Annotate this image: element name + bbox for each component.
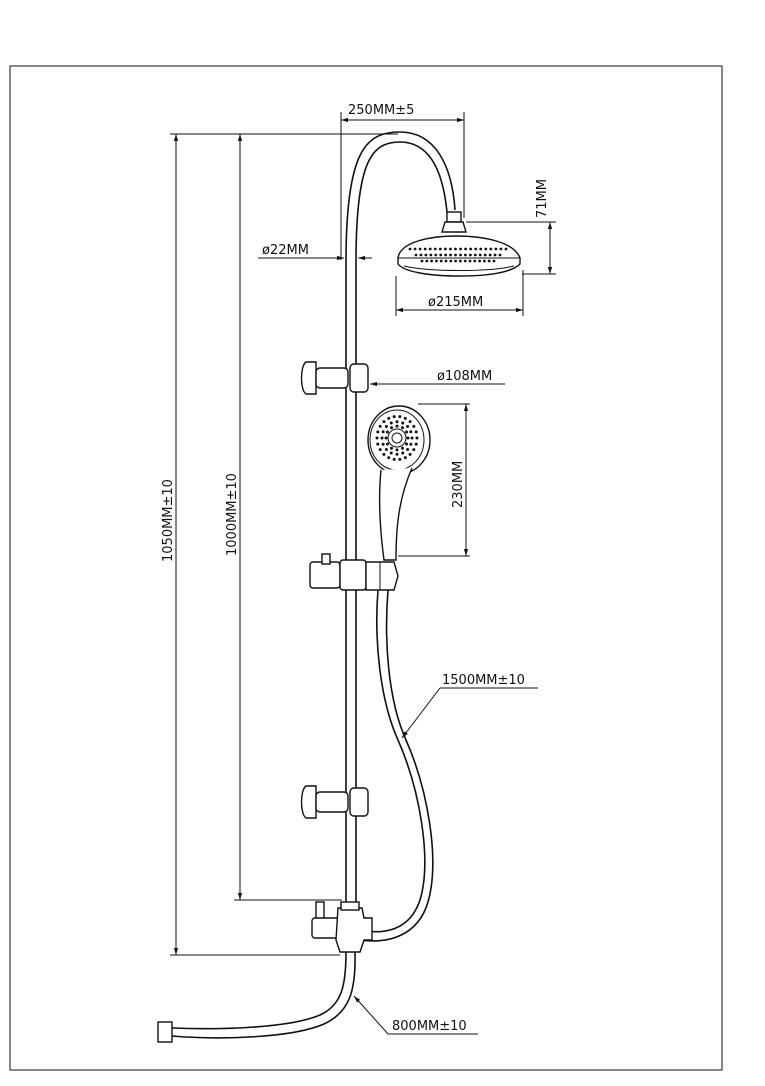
drawing-border (9, 65, 723, 1071)
diverter-valve (311, 901, 373, 953)
upper-wall-bracket (300, 361, 369, 395)
hand-shower (367, 405, 431, 561)
leader-hose-length (401, 687, 538, 739)
dimension-arm-length (340, 112, 465, 260)
dimension-head-diameter (395, 270, 524, 316)
overhead-shower-head (397, 211, 521, 277)
dimension-rail-height (234, 134, 342, 901)
hand-shower-hose (359, 589, 434, 942)
label-total-height: 1050MM±10 (161, 479, 176, 562)
dimension-hand-length (398, 403, 470, 557)
label-arm-length: 250MM±5 (348, 103, 414, 118)
dimension-head-height (466, 221, 556, 275)
label-pipe-diameter: ø22MM (262, 243, 309, 258)
slide-holder (309, 553, 399, 591)
label-head-height: 71MM (535, 179, 550, 218)
label-rail-height: 1000MM±10 (225, 473, 240, 556)
label-hand-diameter: ø108MM (437, 369, 492, 384)
inlet-hose (157, 951, 356, 1043)
label-head-diameter: ø215MM (428, 295, 483, 310)
dimension-total-height (170, 133, 398, 956)
leader-inlet-hose (353, 995, 478, 1035)
label-inlet-hose: 800MM±10 (392, 1019, 467, 1034)
label-hand-length: 230MM (451, 461, 466, 508)
lower-wall-bracket (300, 785, 369, 819)
label-hose-length: 1500MM±10 (442, 673, 525, 688)
